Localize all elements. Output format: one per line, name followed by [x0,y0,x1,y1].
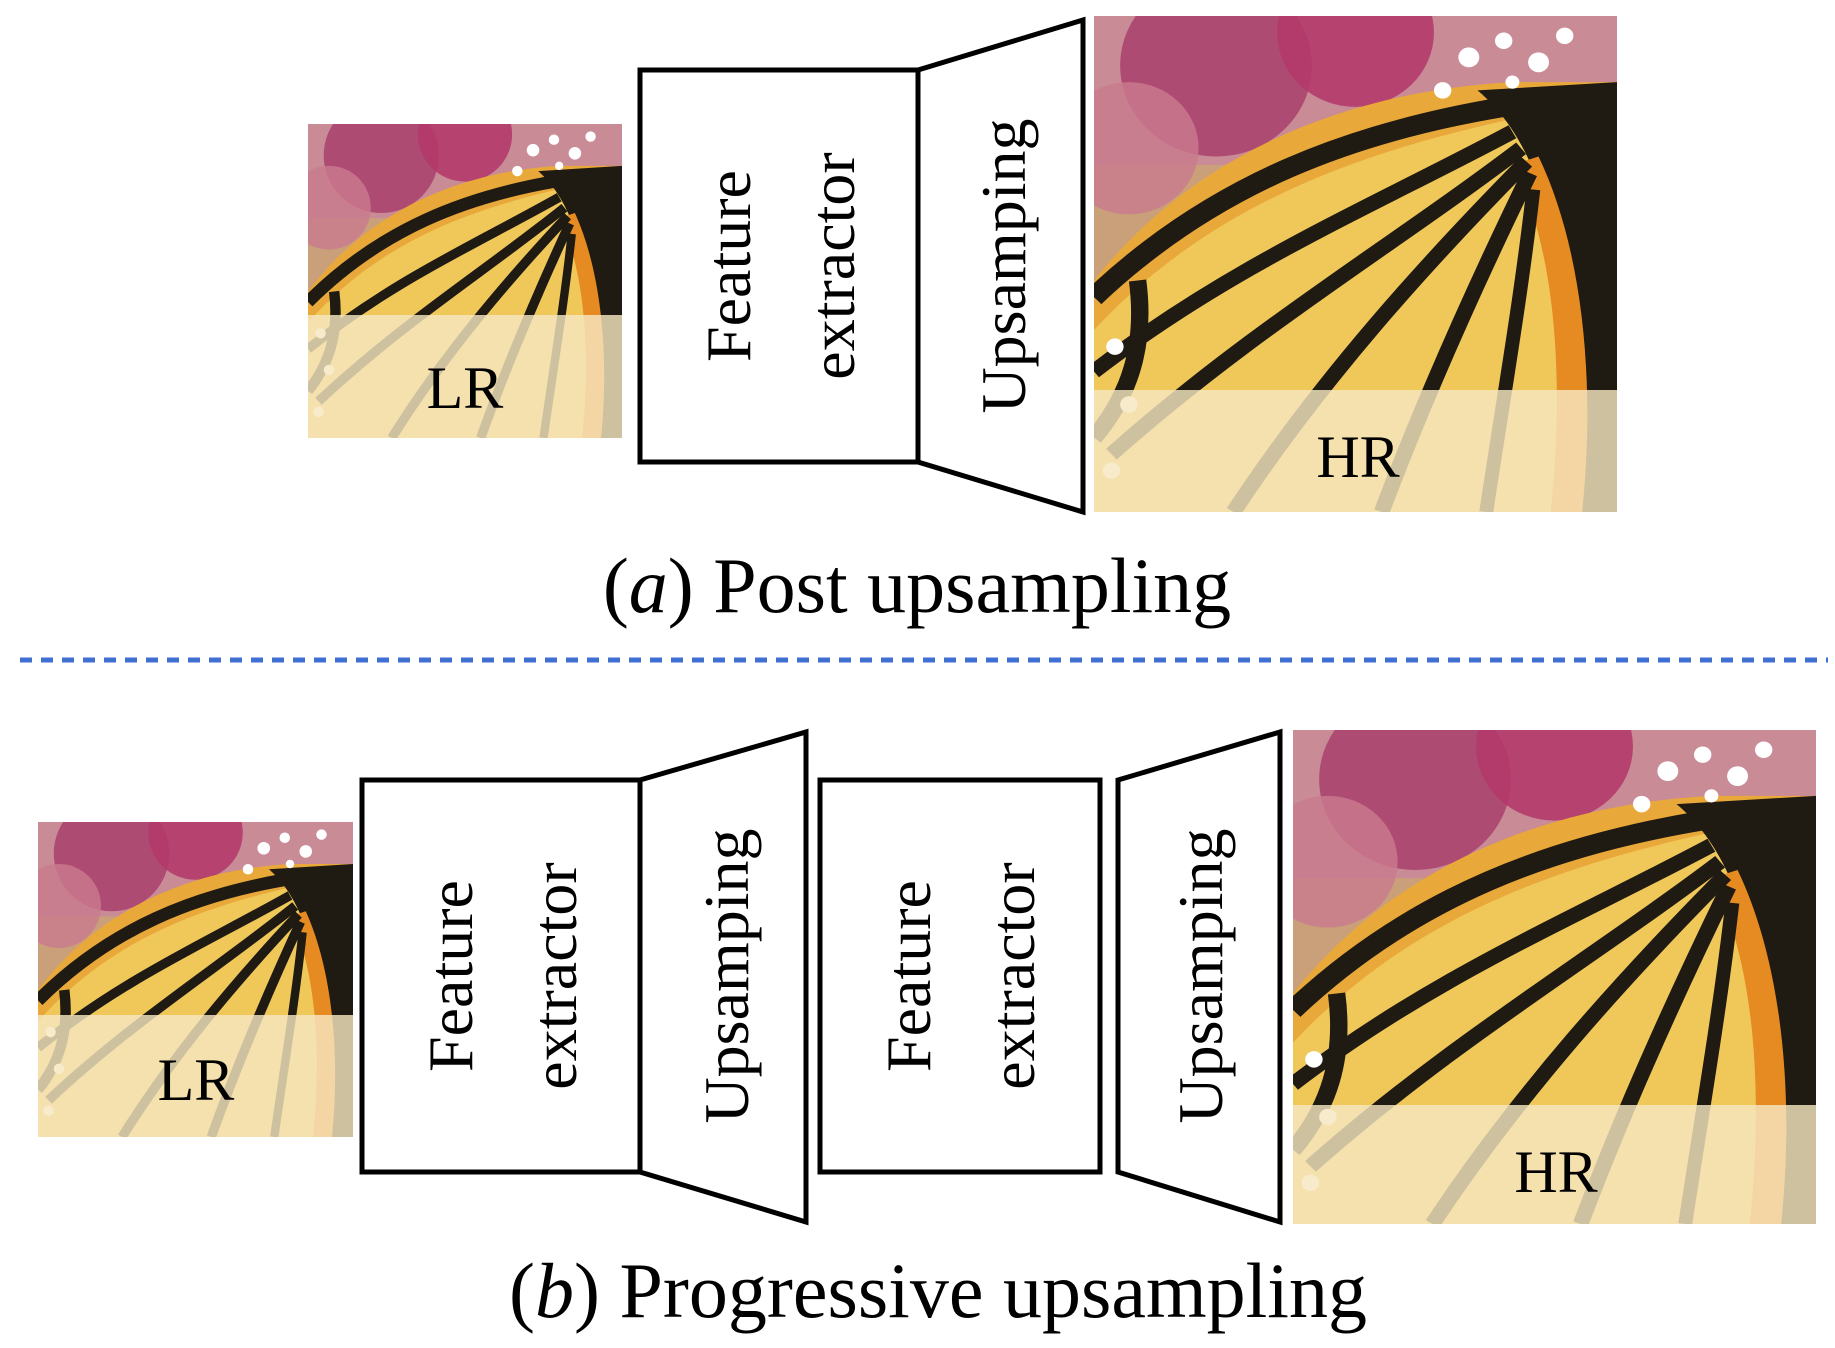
lr-image-b: LR [38,785,353,1137]
upsampling-block-b1 [637,728,809,1226]
panel-b: LR Feature extractor Upsamping Feature e… [38,672,1816,1334]
hr-label-a: HR [1316,424,1399,490]
upsampling-block-b2 [1115,728,1283,1226]
caption-b-letter: b [535,1247,574,1334]
caption-a-letter: a [629,542,668,629]
upsampling-label-a: Upsamping [968,118,1039,413]
feature-extractor-box-b1 [359,777,643,1175]
caption-a-text: Post upsampling [713,542,1231,629]
feature-extractor-line1-b1: Feature [415,880,486,1072]
feature-extractor-line2-b2: extractor [977,862,1048,1089]
lr-image-a: LR [308,87,622,438]
upsampling-label-b2: Upsamping [1165,828,1236,1123]
hr-image-b: HR [1293,672,1816,1224]
lr-label-a: LR [427,355,504,421]
upsampling-label-b1: Upsamping [691,828,762,1123]
caption-b: (b) Progressive upsampling [509,1247,1367,1334]
feature-extractor-box-a [637,67,921,465]
hr-label-b: HR [1514,1139,1597,1205]
caption-b-text: Progressive upsampling [620,1247,1367,1334]
upsampling-block-a [915,16,1086,516]
panel-a: LR Feature extractor Upsamping HR (a) Po… [308,0,1617,629]
feature-extractor-line2-b1: extractor [519,862,590,1089]
feature-extractor-line1-b2: Feature [873,880,944,1072]
feature-extractor-box-b2 [817,777,1103,1175]
feature-extractor-line2-a: extractor [797,152,868,379]
feature-extractor-line1-a: Feature [693,170,764,362]
lr-label-b: LR [158,1047,235,1113]
caption-a: (a) Post upsampling [603,542,1231,629]
hr-image-a: HR [1094,0,1617,512]
